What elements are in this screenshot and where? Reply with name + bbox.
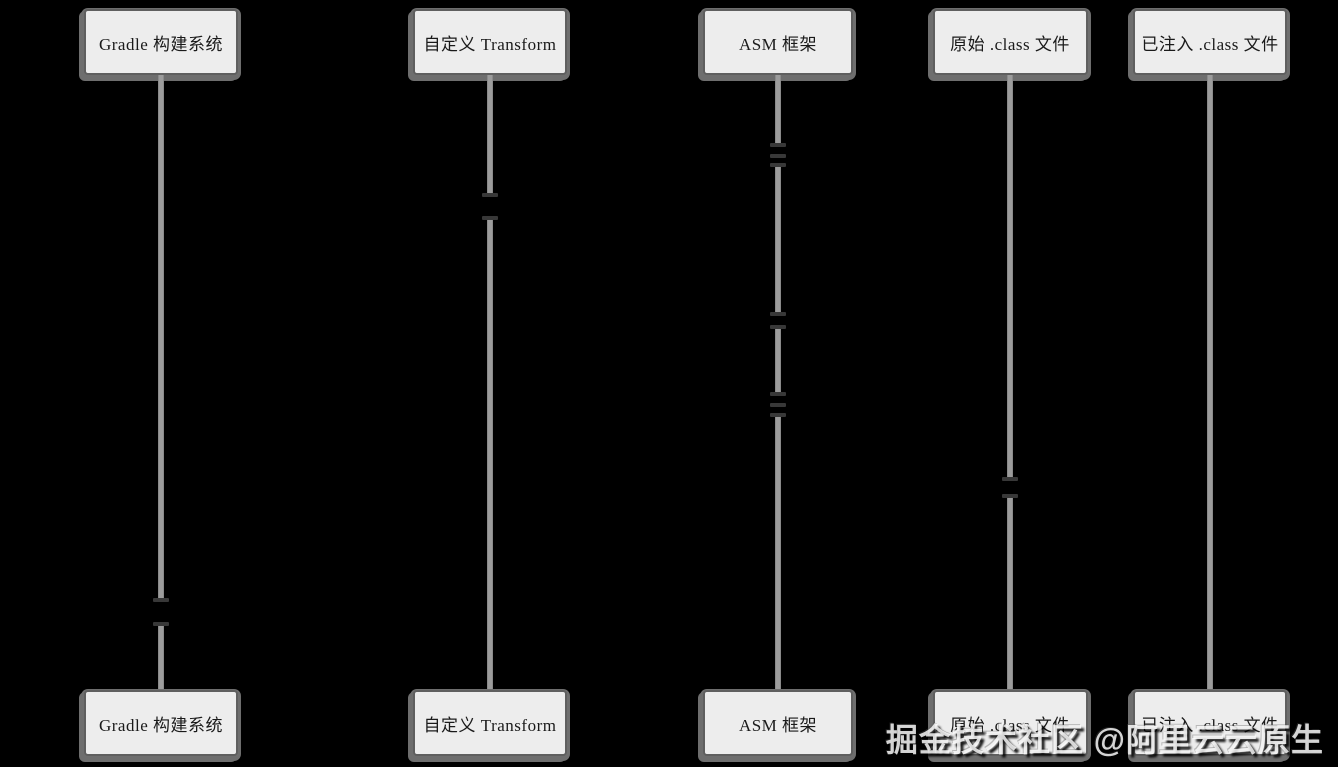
participant-box-top: 原始 .class 文件 [932,9,1088,75]
lifeline-gap [770,312,786,329]
participant-box-bottom: Gradle 构建系统 [84,690,238,756]
lifeline [158,75,164,690]
participant-box-bottom: ASM 框架 [703,690,853,756]
participant-box-top: 已注入 .class 文件 [1133,9,1287,75]
participant-box-top: Gradle 构建系统 [84,9,238,75]
participant-label: 自定义 Transform [423,34,557,54]
participant-column: ASM 框架 ASM 框架 [703,0,853,767]
lifeline [487,75,493,690]
arrowhead-mark [770,325,786,329]
lifeline-gap [1002,477,1018,498]
arrowhead-mark [770,413,786,417]
arrowhead-mark [1002,477,1018,481]
participant-column: Gradle 构建系统 Gradle 构建系统 [84,0,238,767]
lifeline [1007,75,1013,690]
participant-label: 已注入 .class 文件 [1141,715,1279,735]
arrowhead-mark [770,143,786,147]
participant-box-top: 自定义 Transform [413,9,567,75]
arrowhead-mark [770,392,786,396]
lifeline-gap [153,598,169,626]
arrowhead-mark [770,312,786,316]
participant-label: 原始 .class 文件 [950,34,1070,54]
lifeline-gap [482,193,498,220]
participant-column: 原始 .class 文件 原始 .class 文件 [932,0,1088,767]
participant-label: ASM 框架 [738,34,818,54]
lifeline-gap [770,392,786,417]
participant-label: 自定义 Transform [423,715,557,735]
participant-label: 原始 .class 文件 [950,715,1070,735]
participant-box-bottom: 已注入 .class 文件 [1133,690,1287,756]
participant-box-bottom: 原始 .class 文件 [932,690,1088,756]
arrowhead-mark [770,153,786,158]
lifeline-gap [770,143,786,167]
lifeline [775,75,781,690]
participant-label: ASM 框架 [738,715,818,735]
arrowhead-mark [770,403,786,408]
lifeline [1207,75,1213,690]
participant-label: 已注入 .class 文件 [1141,34,1279,54]
participant-label: Gradle 构建系统 [98,715,223,735]
arrowhead-mark [482,193,498,197]
participant-label: Gradle 构建系统 [98,34,223,54]
participant-box-top: ASM 框架 [703,9,853,75]
arrowhead-mark [153,598,169,602]
participant-column: 自定义 Transform 自定义 Transform [413,0,567,767]
arrowhead-mark [1002,494,1018,498]
arrowhead-mark [770,163,786,167]
arrowhead-mark [153,622,169,626]
participant-box-bottom: 自定义 Transform [413,690,567,756]
participant-column: 已注入 .class 文件 已注入 .class 文件 [1133,0,1287,767]
arrowhead-mark [482,216,498,220]
